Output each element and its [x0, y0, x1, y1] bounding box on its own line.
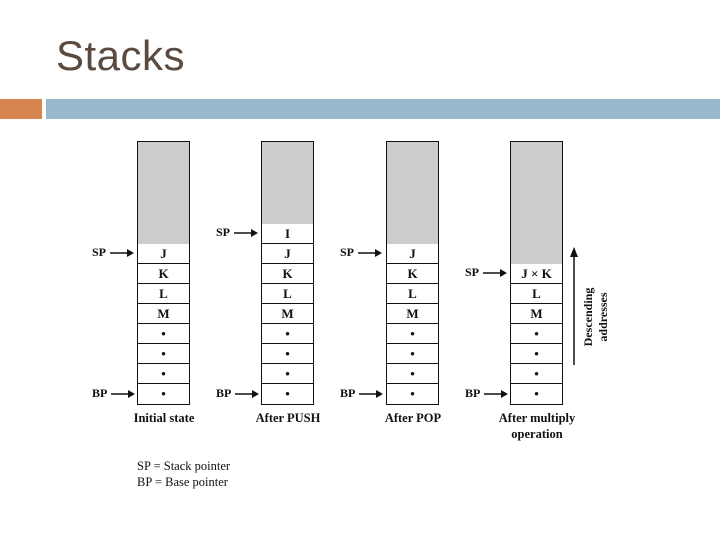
sp-label: SP — [216, 225, 231, 239]
stack-after-multiply: J × K L M • • • • — [510, 141, 563, 405]
stack-cell: M — [511, 304, 562, 324]
arrow-right-icon — [359, 389, 384, 398]
stack-initial: J K L M • • • • — [137, 141, 190, 405]
bp-pointer: BP — [216, 386, 260, 401]
stack-cell: I — [262, 224, 313, 244]
page-title: Stacks — [56, 32, 186, 79]
stack-cell: J — [138, 244, 189, 264]
arrow-up-icon — [570, 247, 578, 365]
stack-cell: • — [262, 364, 313, 384]
stack-cell: • — [138, 324, 189, 344]
arrow-right-icon — [234, 228, 259, 237]
stack-cell: • — [262, 344, 313, 364]
arrow-right-icon — [235, 389, 260, 398]
empty-region — [262, 142, 313, 224]
arrow-right-icon — [483, 268, 508, 277]
stack-cell: • — [511, 324, 562, 344]
arrow-right-icon — [110, 248, 135, 257]
caption-line: operation — [511, 427, 563, 441]
accent-bar-orange — [0, 99, 42, 119]
empty-region — [138, 142, 189, 244]
caption-after-pop: After POP — [384, 411, 442, 425]
stack-cell: L — [511, 284, 562, 304]
sp-pointer: SP — [340, 245, 383, 260]
stack-cell: M — [262, 304, 313, 324]
sp-pointer: SP — [92, 245, 135, 260]
legend-bp: BP = Base pointer — [137, 475, 228, 489]
stack-cell: J — [387, 244, 438, 264]
bp-label: BP — [465, 386, 481, 400]
stack-cell: M — [138, 304, 189, 324]
sp-pointer: SP — [465, 265, 508, 280]
stack-cell: • — [138, 344, 189, 364]
arrow-right-icon — [111, 389, 136, 398]
arrow-right-icon — [484, 389, 509, 398]
stack-cell: • — [138, 364, 189, 384]
stack-cell: J — [262, 244, 313, 264]
stack-cell: • — [511, 364, 562, 384]
stack-cell: • — [285, 386, 290, 401]
stack-after-push: I J K L M • • • • — [261, 141, 314, 405]
caption-line: After multiply — [498, 411, 576, 425]
direction-label: Descending addresses — [581, 287, 610, 347]
stack-cell: J × K — [511, 264, 562, 284]
stack-cell: • — [511, 344, 562, 364]
stack-cell: • — [387, 324, 438, 344]
legend-sp: SP = Stack pointer — [137, 459, 231, 473]
bp-label: BP — [92, 386, 108, 400]
stack-cell: L — [262, 284, 313, 304]
stack-after-pop: J K L M • • • • — [386, 141, 439, 405]
stack-cell: K — [262, 264, 313, 284]
empty-region — [387, 142, 438, 244]
sp-label: SP — [465, 265, 480, 279]
caption-after-push: After PUSH — [255, 411, 321, 425]
caption-initial: Initial state — [133, 411, 195, 425]
stack-cell: L — [138, 284, 189, 304]
bp-pointer: BP — [340, 386, 384, 401]
stack-cell: M — [387, 304, 438, 324]
accent-bar-blue — [46, 99, 720, 119]
stack-cell: • — [387, 364, 438, 384]
stack-cell: • — [161, 386, 166, 401]
empty-region — [511, 142, 562, 264]
stack-cell: • — [262, 324, 313, 344]
stack-cell: K — [387, 264, 438, 284]
stack-cell: L — [387, 284, 438, 304]
bp-label: BP — [340, 386, 356, 400]
bp-pointer: BP — [92, 386, 136, 401]
stack-cell: K — [138, 264, 189, 284]
stack-cell: • — [410, 386, 415, 401]
sp-label: SP — [340, 245, 355, 259]
caption-after-multiply: After multiply operation — [487, 410, 587, 442]
sp-label: SP — [92, 245, 107, 259]
stack-cell: • — [534, 386, 539, 401]
bp-pointer: BP — [465, 386, 509, 401]
stack-cell: • — [387, 344, 438, 364]
sp-pointer: SP — [216, 225, 259, 240]
arrow-right-icon — [358, 248, 383, 257]
bp-label: BP — [216, 386, 232, 400]
